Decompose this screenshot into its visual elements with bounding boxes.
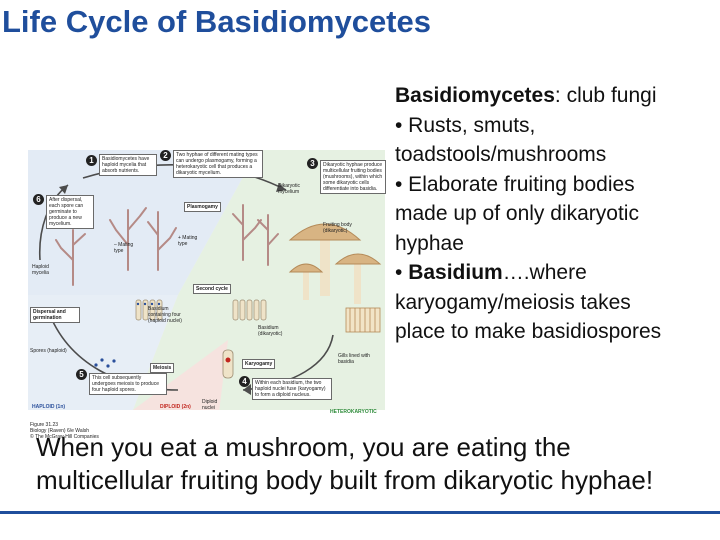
mating-type-minus-label: – Mating type	[114, 242, 134, 254]
diploid-nuclei-label: Diploid nuclei	[202, 399, 218, 411]
fruiting-body-label: Fruiting body (dikaryotic)	[323, 222, 352, 234]
haploid-mycelia-label: Haploid mycelia	[32, 264, 49, 276]
step-number-3: 3	[307, 158, 318, 169]
diploid-zone	[133, 340, 228, 420]
meiosis-label: Meiosis	[150, 363, 175, 373]
karyogamy-label: Karyogamy	[242, 359, 276, 369]
bullet-line: Basidiomycetes: club fungi	[395, 81, 715, 111]
bullet-line: made up of only dikaryotic	[395, 202, 639, 225]
mushroom-cap	[288, 223, 362, 241]
basidium-label: Basidium (dikaryotic)	[258, 325, 283, 337]
mating-type-plus-label: + Mating type	[178, 235, 198, 247]
slide-title: Life Cycle of Basidiomycetes	[2, 4, 431, 39]
bullet-line: hyphae	[395, 231, 464, 255]
diploid-key: DIPLOID (2n)	[160, 404, 191, 410]
life-cycle-illustration	[28, 150, 385, 442]
bullet-line: toadstools/mushrooms	[395, 143, 607, 166]
haploid-key: HAPLOID (1n)	[32, 404, 66, 410]
diploid-nucleus	[225, 357, 231, 363]
mushroom-cap	[288, 263, 324, 273]
figure-number: Figure 31.23	[30, 422, 59, 428]
mushroom-stalk	[354, 262, 361, 304]
dispersal-label: Dispersal and germination	[30, 307, 80, 323]
step-number-5: 5	[76, 369, 87, 380]
bullet-line: • Rusts, smuts,	[395, 113, 536, 137]
heterokaryotic-zone	[133, 150, 385, 410]
figure-credit: © The McGraw-Hill Companies	[30, 434, 99, 440]
basidium-four-nuclei-label: Basidium containing four (haploid nuclei…	[148, 306, 182, 324]
arrow-head	[243, 384, 251, 395]
bottom-caption: When you eat a mushroom, you are eating …	[36, 432, 654, 495]
step-6-caption: After dispersal, each spore can germinat…	[46, 195, 94, 229]
step-number-1: 1	[86, 155, 97, 166]
haploid-hyphae	[55, 204, 279, 286]
haploid-zone	[28, 150, 258, 295]
spores	[94, 358, 116, 368]
gill-lines	[349, 308, 376, 332]
mushroom-stalk	[320, 238, 330, 296]
arrow-head	[276, 183, 286, 192]
gill-detail	[345, 307, 381, 333]
spores-label: Spores (haploid)	[30, 348, 67, 354]
figure-credit: Biology (Raven) 6/e Walsh	[30, 428, 90, 434]
step-number-2: 2	[160, 150, 171, 161]
bullet-line: place to make basidiospores	[395, 320, 662, 343]
term-basidiomycetes: Basidiomycetes	[395, 84, 555, 107]
bullet-text-block: Basidiomycetes: club fungi • Rusts, smut…	[395, 81, 715, 347]
second-cycle-label: Second cycle	[193, 284, 231, 294]
step-5-caption: This cell subsequently undergoes meiosis…	[89, 373, 167, 395]
life-cycle-figure: 1 2 3 4 5 6 Basidiomycetes have haploid …	[28, 150, 386, 442]
mushroom-stalk	[303, 270, 309, 300]
plasmogamy-label: Plasmogamy	[184, 202, 221, 212]
step-3-caption: Dikaryotic hyphae produce multicellular …	[320, 160, 386, 194]
bullet-line-text: : club fungi	[554, 84, 657, 107]
bullet-line: • Elaborate fruiting bodies	[395, 172, 635, 196]
step-number-6: 6	[33, 194, 44, 205]
step-4-caption: Within each basidium, the two haploid nu…	[252, 378, 332, 400]
bottom-rule	[0, 511, 720, 514]
key-bar	[28, 410, 385, 442]
term-basidium: Basidium	[408, 261, 503, 284]
bullet-marker: •	[395, 261, 409, 284]
basidia-row	[135, 299, 267, 321]
step-2-caption: Two hyphae of different mating types can…	[173, 150, 263, 178]
bullet-line: karyogamy/meiosis takes	[395, 290, 631, 314]
gills-label: Gills lined with basidia	[338, 353, 370, 365]
basidium-cell	[222, 349, 234, 379]
bullet-line-text: ….where	[502, 261, 587, 284]
step-1-caption: Basidiomycetes have haploid mycelia that…	[99, 154, 157, 176]
dikaryotic-mycelium-label: Dikaryotic mycelium	[278, 183, 300, 195]
step-number-4: 4	[239, 376, 250, 387]
heterokaryotic-key: HETEROKARYOTIC	[330, 409, 377, 415]
arrow-head	[59, 185, 68, 194]
bullet-line: • Basidium….where	[395, 258, 715, 288]
mushroom-cap	[334, 253, 382, 265]
haploid-nuclei	[136, 302, 161, 306]
